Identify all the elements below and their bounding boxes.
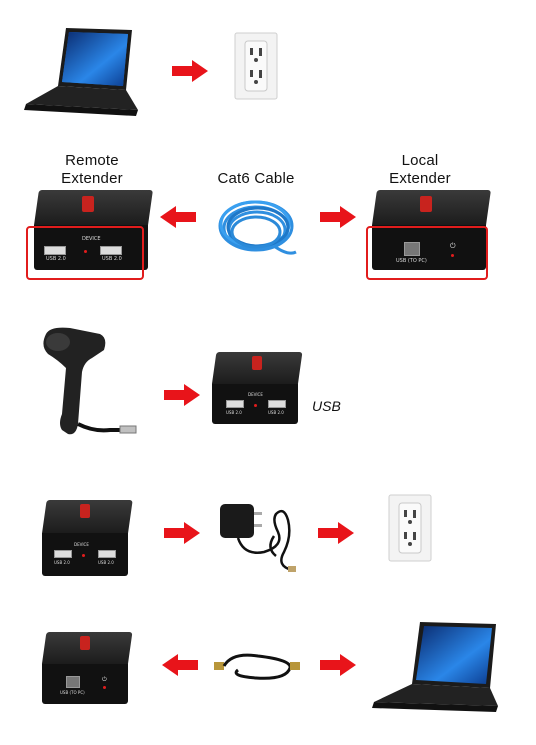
wall-outlet-image-row4 <box>388 494 432 562</box>
local-extender-label-line1: Local <box>401 152 439 169</box>
local-extender-front <box>372 225 486 270</box>
local-extender-device-row5: USB (TO PC) ⏻ <box>42 632 133 704</box>
usb-port-left-label: USB 2.0 <box>54 560 70 565</box>
usb-port-left <box>226 400 244 408</box>
remote-extender-label: Remote Extender <box>44 152 140 188</box>
status-led <box>84 250 87 253</box>
remote-extender-highlight-box <box>26 226 144 280</box>
remote-extender-device: DEVICE USB 2.0 USB 2.0 <box>34 190 153 270</box>
arrow-right-icon <box>318 522 354 544</box>
local-extender-label-line2: Extender <box>389 170 451 187</box>
device-text: DEVICE <box>248 392 263 397</box>
usb-cable-image <box>212 648 302 688</box>
laptop-image-row1 <box>20 24 138 120</box>
power-adapter-image <box>214 496 300 576</box>
device-text: DEVICE <box>82 236 101 242</box>
arrow-right-icon <box>164 522 200 544</box>
usb-port-left-label: USB 2.0 <box>226 410 242 415</box>
remote-extender-label-line2: Extender <box>61 170 123 187</box>
power-icon: ⏻ <box>102 676 107 683</box>
wall-outlet-image-row1 <box>234 32 278 100</box>
usb-port-right <box>98 550 116 558</box>
usb-to-pc-label: USB (TO PC) <box>60 690 85 695</box>
barcode-scanner-image <box>34 324 140 442</box>
arrow-left-icon <box>162 654 198 676</box>
arrow-right-icon <box>164 384 200 406</box>
arrow-left-icon <box>160 206 196 228</box>
brand-logo-icon <box>82 196 94 212</box>
device-text: DEVICE <box>74 542 89 547</box>
laptop-image-row5 <box>370 618 500 718</box>
local-extender-front <box>42 663 128 704</box>
usb-port-left <box>54 550 72 558</box>
usb-connection-label: USB <box>312 398 341 414</box>
local-extender-label: Local Extender <box>372 152 468 188</box>
usb-b-port <box>66 676 80 688</box>
usb-port-right <box>268 400 286 408</box>
local-extender-device: USB (TO PC) ⏻ <box>372 190 491 270</box>
status-led <box>254 404 257 407</box>
usb-port-left <box>44 246 66 255</box>
usb-port-right-label: USB 2.0 <box>98 560 114 565</box>
usb-b-port <box>404 242 420 256</box>
usb-port-left-label: USB 2.0 <box>46 256 66 262</box>
power-icon: ⏻ <box>450 242 456 250</box>
arrow-right-icon <box>320 206 356 228</box>
remote-extender-device-row4: DEVICE USB 2.0 USB 2.0 <box>42 500 133 576</box>
status-led <box>82 554 85 557</box>
usb-port-right-label: USB 2.0 <box>102 256 122 262</box>
arrow-right-icon <box>172 60 208 82</box>
cat6-cable-image <box>214 196 300 262</box>
brand-logo-icon <box>80 636 90 650</box>
cat6-cable-label: Cat6 Cable <box>217 170 295 187</box>
usb-port-right <box>100 246 122 255</box>
remote-extender-device-row3: DEVICE USB 2.0 USB 2.0 <box>212 352 303 424</box>
arrow-right-icon <box>320 654 356 676</box>
local-extender-highlight-box <box>366 226 488 280</box>
usb-port-right-label: USB 2.0 <box>268 410 284 415</box>
remote-extender-label-line1: Remote <box>65 152 119 169</box>
status-led <box>451 254 454 257</box>
brand-logo-icon <box>252 356 262 370</box>
usb-to-pc-label: USB (TO PC) <box>396 258 427 264</box>
brand-logo-icon <box>420 196 432 212</box>
brand-logo-icon <box>80 504 90 518</box>
status-led <box>103 686 106 689</box>
